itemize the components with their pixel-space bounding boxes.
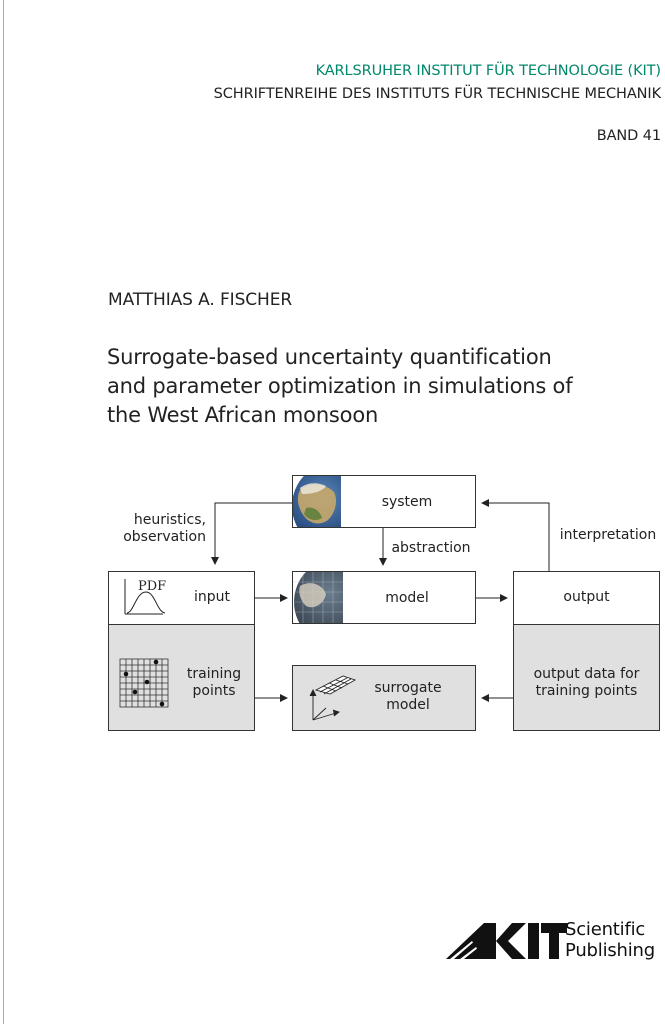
earth-globe-image xyxy=(293,476,341,527)
abstraction-label: abstraction xyxy=(391,540,471,556)
title-line: Surrogate-based uncertainty quantificati… xyxy=(107,345,552,369)
author-name: MATTHIAS A. FISCHER xyxy=(108,290,293,310)
pdf-icon xyxy=(124,579,166,615)
title-line: and parameter optimization in simulation… xyxy=(107,374,573,398)
institute-name: KARLSRUHER INSTITUT FÜR TECHNOLOGIE (KIT… xyxy=(315,63,662,79)
output-data-line: output data for xyxy=(533,666,640,682)
model-label: model xyxy=(385,590,429,606)
training-line: points xyxy=(192,683,236,699)
output-data-line: training points xyxy=(535,683,638,699)
grid-icon xyxy=(119,658,169,708)
training-line: training xyxy=(186,666,242,682)
surrogate-line: model xyxy=(386,697,430,713)
system-label: system xyxy=(381,494,433,510)
climate-model-image xyxy=(293,572,343,623)
heuristics-line: heuristics, xyxy=(133,512,206,528)
arrow-system-to-input xyxy=(211,502,293,565)
publisher-line: Scientific xyxy=(565,919,646,940)
surrogate-box xyxy=(292,665,476,731)
kit-logo xyxy=(446,923,567,959)
arrow-output-to-system xyxy=(481,499,550,572)
title-line: the West African monsoon xyxy=(107,403,379,427)
sample-points xyxy=(123,659,165,707)
publisher-line: Publishing xyxy=(565,940,655,961)
surrogate-line: surrogate xyxy=(374,680,442,696)
heuristics-line: observation xyxy=(123,529,206,545)
spine-line xyxy=(3,0,4,1024)
output-label: output xyxy=(563,589,610,605)
book-title: Surrogate-based uncertainty quantificati… xyxy=(107,343,657,430)
surface-plot-icon xyxy=(309,675,357,721)
output-data-box xyxy=(513,624,660,731)
training-label: training points xyxy=(178,666,250,700)
interpretation-label: interpretation xyxy=(559,527,657,543)
training-points-box xyxy=(108,624,255,731)
surrogate-label: surrogate model xyxy=(356,680,460,714)
volume-number: BAND 41 xyxy=(596,128,661,144)
publisher-name: Scientific Publishing xyxy=(565,919,655,961)
heuristics-label: heuristics, observation xyxy=(100,512,206,546)
pdf-label: PDF xyxy=(138,579,167,594)
output-data-label: output data for training points xyxy=(513,666,660,700)
input-label: input xyxy=(194,589,231,605)
series-name: SCHRIFTENREIHE DES INSTITUTS FÜR TECHNIS… xyxy=(213,86,661,102)
